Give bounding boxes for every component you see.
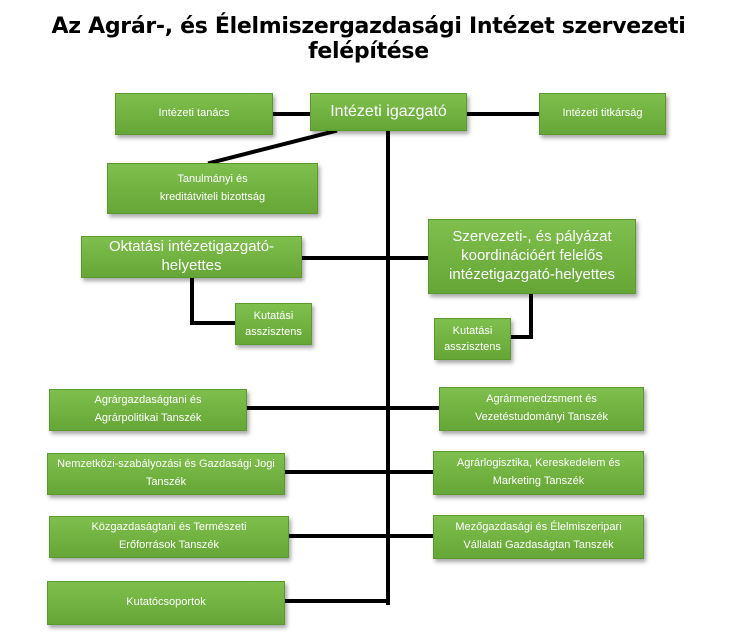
director-label: Intézeti igazgató [330,103,447,121]
assistant-left-label: Kutatási asszisztens [245,309,302,339]
dept-right-3-box[interactable]: Mezőgazdasági és Élelmiszeripari Vállala… [433,515,644,559]
deputy-edu-box[interactable]: Oktatási intézetigazgató-helyettes [81,236,302,278]
secretariat-box[interactable]: Intézeti titkárság [539,93,666,135]
dept-right-1-label: Agrármenedzsment és Vezetéstudományi Tan… [474,393,609,423]
dept-right-2-label: Agrárlogisztika, Kereskedelem és Marketi… [456,457,621,487]
assistant-right-box[interactable]: Kutatási asszisztens [434,318,511,360]
assistant-left-line [190,276,238,325]
dept-left-2-box[interactable]: Nemzetközi-szabályozási és Gazdasági Jog… [47,453,285,495]
dept-left-1-box[interactable]: Agrárgazdaságtani és Agrárpolitikai Tans… [49,389,247,431]
council-box[interactable]: Intézeti tanács [115,93,273,135]
council-label: Intézeti tanács [158,107,230,120]
assistant-right-line [508,291,533,339]
research-groups-box[interactable]: Kutatócsoportok [47,581,285,625]
dept-left-3-box[interactable]: Közgazdaságtani és Természeti Erőforráso… [49,516,289,558]
director-box[interactable]: Intézeti igazgató [310,93,467,131]
assistant-left-box[interactable]: Kutatási asszisztens [235,303,312,345]
assistant-right-label: Kutatási asszisztens [444,324,501,354]
dept-left-1-label: Agrárgazdaságtani és Agrárpolitikai Tans… [94,394,202,424]
deputy-edu-label: Oktatási intézetigazgató-helyettes [108,238,275,274]
deputy-org-label: Szervezeti-, és pályázat koordinációért … [449,228,615,283]
dept-right-1-box[interactable]: Agrármenedzsment és Vezetéstudományi Tan… [439,387,644,431]
dept-left-2-label: Nemzetközi-szabályozási és Gazdasági Jog… [57,458,275,488]
page-title: Az Agrár-, és Élelmiszergazdasági Intéze… [51,14,686,64]
dept-right-3-label: Mezőgazdasági és Élelmiszeripari Vállala… [455,521,622,551]
secretariat-label: Intézeti titkárság [562,107,643,120]
deputy-org-box[interactable]: Szervezeti-, és pályázat koordinációért … [428,219,636,294]
study-committee-box[interactable]: Tanulmányi és kreditátviteli bizottság [107,163,318,214]
study-committee-label: Tanulmányi és kreditátviteli bizottság [159,172,266,203]
director-committee-line [207,128,338,166]
research-groups-label: Kutatócsoportok [126,596,206,609]
dept-right-2-box[interactable]: Agrárlogisztika, Kereskedelem és Marketi… [433,451,644,495]
dept-left-3-label: Közgazdaságtani és Természeti Erőforráso… [91,521,247,551]
